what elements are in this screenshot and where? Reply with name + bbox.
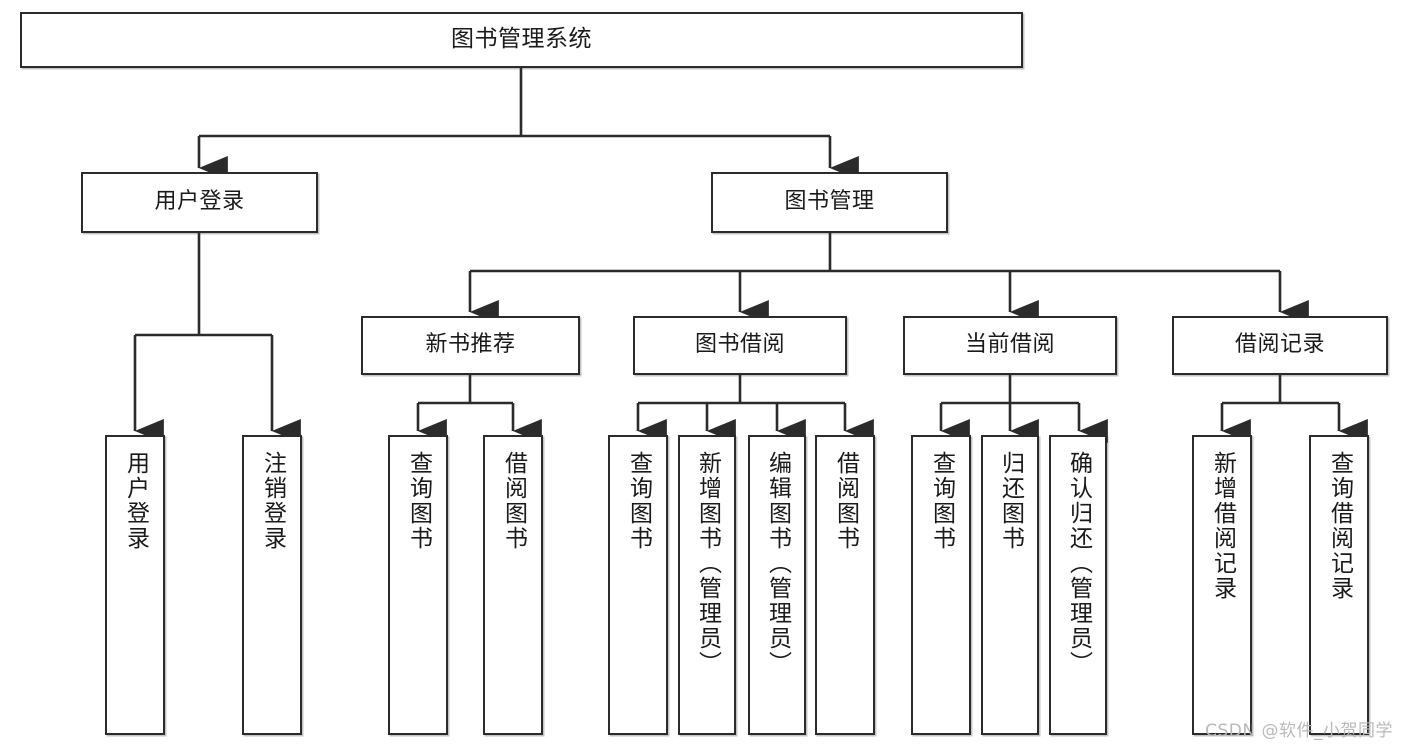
leaf-add-book-admin[interactable]: 新增图书（管理员） bbox=[678, 435, 736, 735]
node-borrow-record[interactable]: 借阅记录 bbox=[1172, 316, 1388, 375]
leaf-borrow-book-borrow[interactable]: 借阅图书 bbox=[815, 435, 875, 735]
leaf-edit-book-admin[interactable]: 编辑图书（管理员） bbox=[748, 435, 806, 735]
node-user-login[interactable]: 用户登录 bbox=[81, 172, 318, 233]
node-book-borrow[interactable]: 图书借阅 bbox=[633, 316, 847, 375]
node-label: 借阅记录 bbox=[1234, 332, 1325, 358]
node-label: 用户登录 bbox=[122, 451, 149, 551]
node-label: 编辑图书（管理员） bbox=[764, 451, 791, 676]
csdn-watermark: CSDN @软件_小贺同学 bbox=[1205, 721, 1393, 741]
node-label: 图书管理系统 bbox=[451, 26, 592, 53]
node-label: 图书借阅 bbox=[694, 332, 785, 358]
node-label: 注销登录 bbox=[259, 451, 286, 551]
node-current-borrow[interactable]: 当前借阅 bbox=[903, 316, 1117, 375]
node-label: 用户登录 bbox=[154, 189, 245, 215]
leaf-query-borrow-record[interactable]: 查询借阅记录 bbox=[1309, 435, 1369, 735]
node-root-book-management-system[interactable]: 图书管理系统 bbox=[20, 12, 1023, 68]
leaf-query-book-new-recommend[interactable]: 查询图书 bbox=[388, 435, 448, 735]
node-label: 新增借阅记录 bbox=[1209, 451, 1236, 601]
node-new-book-recommend[interactable]: 新书推荐 bbox=[361, 316, 580, 375]
leaf-add-borrow-record[interactable]: 新增借阅记录 bbox=[1192, 435, 1252, 735]
node-label: 借阅图书 bbox=[500, 451, 527, 551]
leaf-user-login[interactable]: 用户登录 bbox=[105, 435, 165, 735]
node-label: 查询图书 bbox=[928, 451, 955, 551]
node-label: 查询图书 bbox=[625, 451, 652, 551]
node-label: 归还图书 bbox=[997, 451, 1024, 551]
node-book-management[interactable]: 图书管理 bbox=[711, 172, 948, 233]
node-label: 借阅图书 bbox=[832, 451, 859, 551]
leaf-logout-login[interactable]: 注销登录 bbox=[242, 435, 302, 735]
node-label: 确认归还（管理员） bbox=[1065, 451, 1092, 676]
node-label: 新增图书（管理员） bbox=[694, 451, 721, 676]
leaf-query-book-borrow[interactable]: 查询图书 bbox=[608, 435, 668, 735]
leaf-query-book-current[interactable]: 查询图书 bbox=[911, 435, 971, 735]
node-label: 查询图书 bbox=[405, 451, 432, 551]
leaf-borrow-book-new-recommend[interactable]: 借阅图书 bbox=[483, 435, 543, 735]
node-label: 当前借阅 bbox=[964, 332, 1055, 358]
leaf-confirm-return-admin[interactable]: 确认归还（管理员） bbox=[1049, 435, 1107, 735]
node-label: 查询借阅记录 bbox=[1326, 451, 1353, 601]
node-label: 新书推荐 bbox=[425, 332, 516, 358]
node-label: 图书管理 bbox=[784, 189, 875, 215]
leaf-return-book[interactable]: 归还图书 bbox=[981, 435, 1039, 735]
